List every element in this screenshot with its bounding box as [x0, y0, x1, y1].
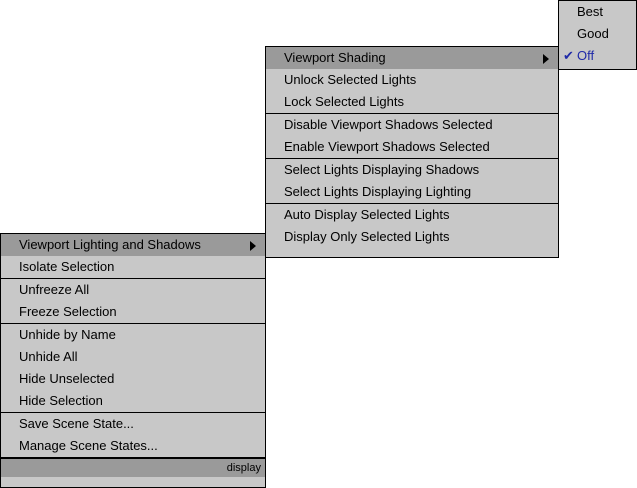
menu-item-best[interactable]: Best [559, 1, 636, 23]
menu-item-unhide-by-name[interactable]: Unhide by Name [1, 324, 265, 346]
menu-item-unhide-all[interactable]: Unhide All [1, 346, 265, 368]
menu-group-hide: Unhide by Name Unhide All Hide Unselecte… [1, 324, 265, 413]
menu-group-lighting: Viewport Lighting and Shadows Isolate Se… [1, 234, 265, 279]
menu-item-label: Unhide by Name [19, 327, 116, 342]
display-quad-menu: Viewport Lighting and Shadows Isolate Se… [0, 233, 266, 488]
menu-group-freeze: Unfreeze All Freeze Selection [1, 279, 265, 324]
submenu-arrow-icon [250, 241, 256, 251]
menu-item-label: Good [577, 26, 609, 41]
menu-item-label: Unlock Selected Lights [284, 72, 417, 87]
menu-item-viewport-shading[interactable]: Viewport Shading [266, 47, 558, 69]
menu-item-freeze-selection[interactable]: Freeze Selection [1, 301, 265, 323]
menu-item-label: Lock Selected Lights [284, 94, 404, 109]
menu-item-label: Viewport Shading [284, 50, 386, 65]
menu-item-off[interactable]: ✔ Off [559, 45, 636, 67]
submenu-group-select-lights: Select Lights Displaying Shadows Select … [266, 159, 558, 204]
menu-item-label: Viewport Lighting and Shadows [19, 237, 201, 252]
menu-item-label: Manage Scene States... [19, 438, 158, 453]
submenu-group-shading: Viewport Shading Unlock Selected Lights … [266, 47, 558, 114]
menu-item-label: Save Scene State... [19, 416, 134, 431]
menu-item-label: Enable Viewport Shadows Selected [284, 139, 490, 154]
menu-item-isolate-selection[interactable]: Isolate Selection [1, 256, 265, 278]
menu-item-label: Freeze Selection [19, 304, 117, 319]
menu-item-hide-unselected[interactable]: Hide Unselected [1, 368, 265, 390]
menu-item-hide-selection[interactable]: Hide Selection [1, 390, 265, 412]
menu-item-label: Unfreeze All [19, 282, 90, 297]
menu-item-label: Unhide All [19, 349, 78, 364]
menu-item-label: Auto Display Selected Lights [284, 207, 450, 222]
menu-item-viewport-lighting-and-shadows[interactable]: Viewport Lighting and Shadows [1, 234, 265, 256]
menu-item-manage-scene-states[interactable]: Manage Scene States... [1, 435, 265, 457]
menu-item-label: Hide Unselected [19, 371, 115, 386]
menu-item-label: Disable Viewport Shadows Selected [284, 117, 493, 132]
menu-group-scene-state: Save Scene State... Manage Scene States.… [1, 413, 265, 458]
menu-item-auto-display-selected-lights[interactable]: Auto Display Selected Lights [266, 204, 558, 226]
menu-item-disable-viewport-shadows[interactable]: Disable Viewport Shadows Selected [266, 114, 558, 136]
menu-item-label: Select Lights Displaying Lighting [284, 184, 472, 199]
menu-item-save-scene-state[interactable]: Save Scene State... [1, 413, 265, 435]
menu-item-select-lights-shadows[interactable]: Select Lights Displaying Shadows [266, 159, 558, 181]
viewport-shading-submenu: Best Good ✔ Off [558, 0, 637, 70]
menu-item-label: Off [577, 48, 595, 63]
menu-item-unfreeze-all[interactable]: Unfreeze All [1, 279, 265, 301]
checkmark-icon: ✔ [563, 48, 574, 63]
menu-item-label: Display Only Selected Lights [284, 229, 450, 244]
menu-item-lock-selected-lights[interactable]: Lock Selected Lights [266, 91, 558, 113]
submenu-group-shadows: Disable Viewport Shadows Selected Enable… [266, 114, 558, 159]
submenu-group-display-lights: Auto Display Selected Lights Display Onl… [266, 204, 558, 248]
menu-item-label: Isolate Selection [19, 259, 115, 274]
menu-item-display-only-selected-lights[interactable]: Display Only Selected Lights [266, 226, 558, 248]
quad-menu-footer: display [1, 458, 265, 477]
submenu-arrow-icon [543, 54, 549, 64]
menu-item-unlock-selected-lights[interactable]: Unlock Selected Lights [266, 69, 558, 91]
menu-item-label: Hide Selection [19, 393, 103, 408]
menu-item-enable-viewport-shadows[interactable]: Enable Viewport Shadows Selected [266, 136, 558, 158]
menu-item-label: Best [577, 4, 604, 19]
menu-item-label: Select Lights Displaying Shadows [284, 162, 480, 177]
viewport-lighting-submenu: Viewport Shading Unlock Selected Lights … [265, 46, 559, 258]
menu-item-select-lights-lighting[interactable]: Select Lights Displaying Lighting [266, 181, 558, 203]
menu-item-good[interactable]: Good [559, 23, 636, 45]
